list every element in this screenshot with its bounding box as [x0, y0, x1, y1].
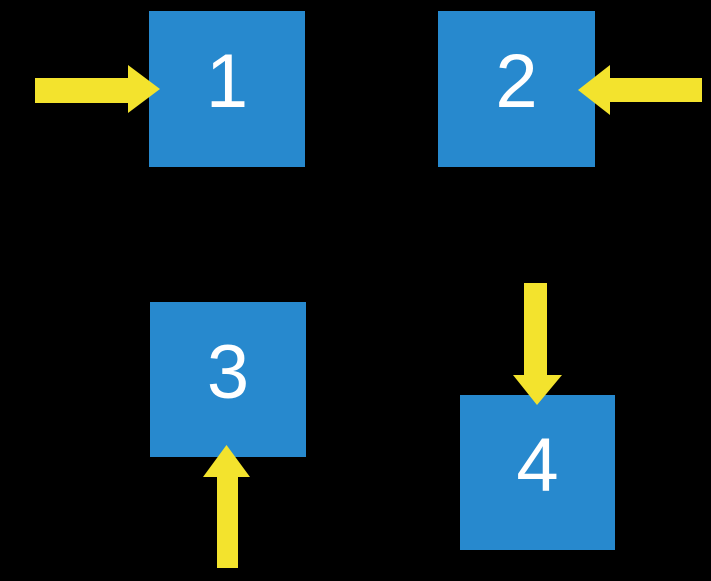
- box-1-label: 1: [205, 39, 249, 124]
- box-2: 2: [438, 11, 595, 167]
- box-3: 3: [150, 302, 306, 457]
- right-arrow-icon: [35, 65, 160, 113]
- down-arrow-icon: [513, 283, 562, 405]
- box-1: 1: [149, 11, 305, 167]
- box-2-label: 2: [495, 39, 538, 124]
- box-4-label: 4: [516, 422, 559, 508]
- box-3-label: 3: [206, 329, 250, 415]
- box-4: 4: [460, 395, 615, 550]
- up-arrow-icon: [203, 445, 250, 568]
- left-arrow-icon: [578, 65, 702, 115]
